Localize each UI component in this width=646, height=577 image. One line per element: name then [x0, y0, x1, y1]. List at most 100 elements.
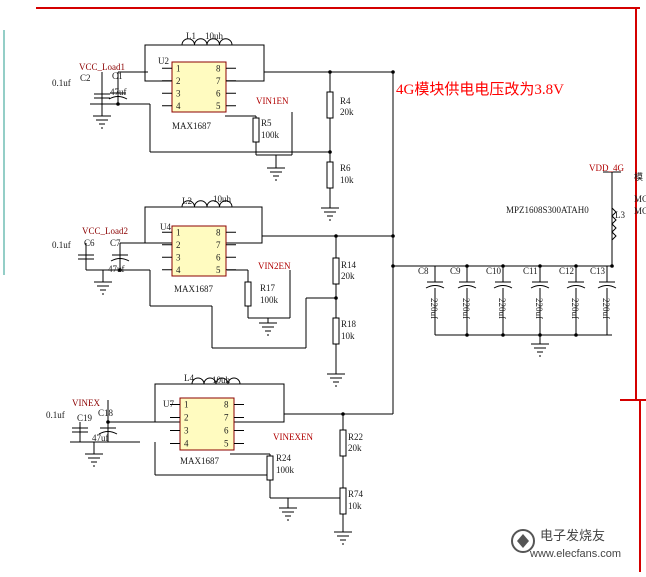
- cap-c18-plate-curved: [98, 431, 118, 435]
- resistor-r6: [326, 161, 334, 189]
- cap-c12: [566, 281, 586, 289]
- ground-symbol: [94, 281, 112, 295]
- output-ground: [531, 343, 549, 357]
- cap-c11-plate-curved: [530, 285, 550, 289]
- cap-c12-plate-curved: [566, 285, 586, 289]
- ic-u7-pin-num: 7: [224, 413, 229, 423]
- ground-symbol: [279, 507, 297, 521]
- cap-c10: [493, 281, 513, 289]
- junction-dot: [328, 70, 332, 74]
- ic-u2-pin-num: 3: [176, 88, 181, 98]
- cap-c10-value: 220uf: [497, 298, 507, 319]
- ic-u2-pin-num: 5: [216, 101, 221, 111]
- ic-u4-pin-num: 4: [176, 265, 181, 275]
- ic-u2-pin-num: 2: [176, 76, 181, 86]
- cap-c7: [110, 254, 130, 262]
- junction-dot: [538, 264, 542, 268]
- ic-u4-pin-num: 6: [216, 252, 221, 262]
- bead-wire: [603, 171, 621, 208]
- resistor-r14: [332, 257, 340, 285]
- ground-symbol: [327, 373, 345, 387]
- junction-dot: [391, 234, 395, 238]
- junction-dot: [574, 333, 578, 337]
- cap-c9-ref: C9: [450, 266, 461, 276]
- cap-c19: [72, 427, 88, 433]
- ic-u4-pin-num: 2: [176, 240, 181, 250]
- sheet-border: [3, 7, 646, 572]
- cap-c1: [108, 92, 128, 100]
- cap-c8-plate-curved: [425, 285, 445, 289]
- ic-u2-pin-num: 6: [216, 88, 221, 98]
- resistor-r18: [332, 317, 340, 345]
- cap-c8: [425, 281, 445, 289]
- cap-c9-value: 220uf: [461, 298, 471, 319]
- inductor-l2-coil: [181, 200, 233, 208]
- cap-c2: [94, 93, 110, 99]
- ic-u4-pin-num: 7: [216, 240, 221, 250]
- ic-u4-pin-num: 8: [216, 227, 221, 237]
- junction-dot: [391, 70, 395, 74]
- ground-symbol: [259, 322, 277, 336]
- ic-u2-pin-num: 8: [216, 63, 221, 73]
- cap-c6: [78, 254, 94, 260]
- block1-wires: [90, 44, 393, 208]
- resistor-r24: [266, 455, 274, 481]
- cap-c11-value: 220uf: [534, 298, 544, 319]
- junction-dot: [501, 333, 505, 337]
- ground-symbol: [321, 207, 339, 221]
- watermark-logo-ring: [511, 529, 535, 553]
- ground-symbol: [85, 453, 103, 467]
- cap-c13: [597, 281, 617, 289]
- junction-dot: [574, 264, 578, 268]
- cap-c13-ref: C13: [590, 266, 606, 276]
- cap-c13-plate-curved: [597, 285, 617, 289]
- cap-c9-plate-curved: [457, 285, 477, 289]
- junction-dot: [501, 264, 505, 268]
- junction-dot: [538, 333, 542, 337]
- ic-u7-pin-num: 1: [184, 400, 189, 410]
- ground-symbol: [334, 531, 352, 545]
- resistor-r5: [252, 117, 260, 143]
- ic-u7-pin-num: 8: [224, 400, 229, 410]
- ic-u7-pin-num: 4: [184, 439, 189, 449]
- cap-c7-plate-curved: [110, 258, 130, 262]
- resistor-r74: [339, 487, 347, 515]
- cap-c12-ref: C12: [559, 266, 574, 276]
- output-bus: [392, 72, 613, 414]
- junction-dot: [328, 150, 332, 154]
- ic-u2-pin-num: 1: [176, 63, 181, 73]
- cap-c1-plate-curved: [108, 96, 128, 100]
- junction-dot: [116, 102, 120, 106]
- cap-c12-value: 220uf: [570, 298, 580, 319]
- cap-c8-value: 220uf: [429, 298, 439, 319]
- resistor-r4: [326, 91, 334, 119]
- junction-dot: [391, 264, 395, 268]
- inductor-l1: [181, 38, 233, 46]
- ground-symbol: [267, 167, 285, 181]
- inductor-l4: [191, 377, 241, 385]
- junction-dot: [341, 412, 345, 416]
- ic-u4-pin-num: 1: [176, 227, 181, 237]
- watermark-logo-mark: [517, 534, 529, 548]
- junction-dot: [334, 234, 338, 238]
- cap-c8-ref: C8: [418, 266, 429, 276]
- inductor-l1-coil: [181, 38, 233, 46]
- cap-c11-ref: C11: [523, 266, 538, 276]
- bead-l3: [611, 207, 617, 241]
- ic-u7-pin-num: 3: [184, 426, 189, 436]
- ic-u2-pin-num: 4: [176, 101, 181, 111]
- cap-c10-plate-curved: [493, 285, 513, 289]
- ic-u7-body: [179, 397, 235, 451]
- ic-u4-body: [171, 225, 227, 277]
- cap-c18: [98, 427, 118, 435]
- ic-u4-pin-num: 3: [176, 252, 181, 262]
- junction-dot: [465, 264, 469, 268]
- junction-dot: [118, 268, 122, 272]
- ic-u2-body: [171, 61, 227, 113]
- cap-c11: [530, 281, 550, 289]
